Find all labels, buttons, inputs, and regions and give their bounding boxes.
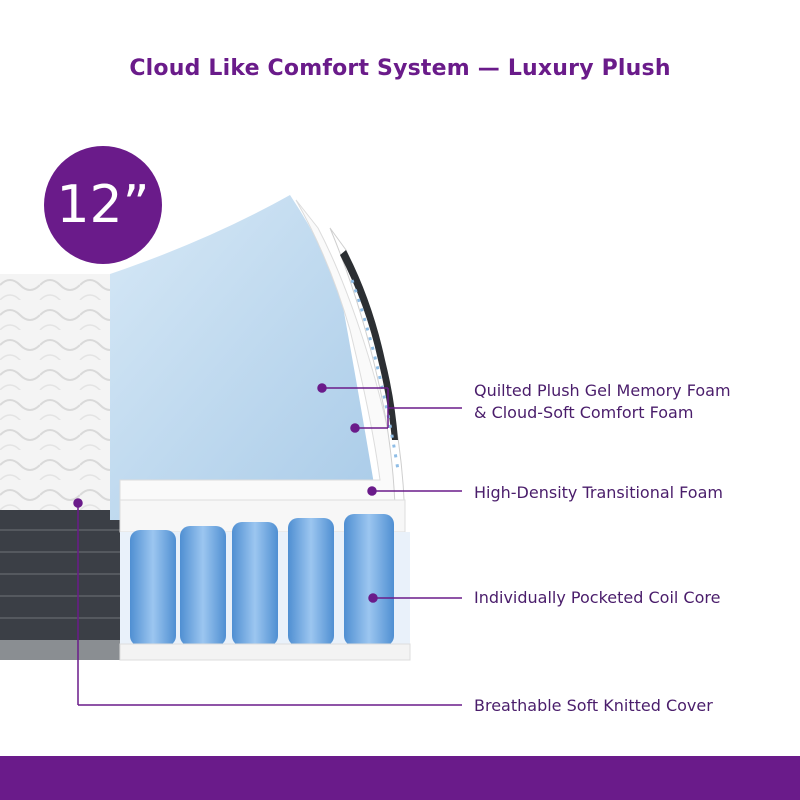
- pocketed-coil-core: [119, 514, 411, 661]
- label-transitional-line1: High-Density Transitional Foam: [474, 483, 723, 502]
- gel-dot-edge: [350, 279, 400, 471]
- quilted-cover-side: [0, 274, 120, 660]
- gel-memory-foam-layer: [110, 195, 380, 520]
- comfort-foam-layer: [119, 199, 401, 501]
- dark-foam-edge: [340, 250, 398, 440]
- label-transitional-foam: High-Density Transitional Foam: [474, 482, 723, 504]
- label-coil-core: Individually Pocketed Coil Core: [474, 587, 720, 609]
- callout-lines: [73, 383, 462, 706]
- label-cover-line1: Breathable Soft Knitted Cover: [474, 696, 713, 715]
- height-badge-text: 12”: [56, 175, 150, 235]
- label-knitted-cover: Breathable Soft Knitted Cover: [474, 695, 713, 717]
- label-gel-line1: Quilted Plush Gel Memory Foam: [474, 381, 731, 400]
- label-coil-line1: Individually Pocketed Coil Core: [474, 588, 721, 607]
- label-gel-memory-foam: Quilted Plush Gel Memory Foam & Cloud-So…: [474, 380, 731, 424]
- label-gel-line2: & Cloud-Soft Comfort Foam: [474, 403, 694, 422]
- page-title: Cloud Like Comfort System — Luxury Plush: [129, 56, 671, 81]
- height-badge: 12”: [44, 146, 162, 264]
- footer-brand-bar: [0, 756, 800, 800]
